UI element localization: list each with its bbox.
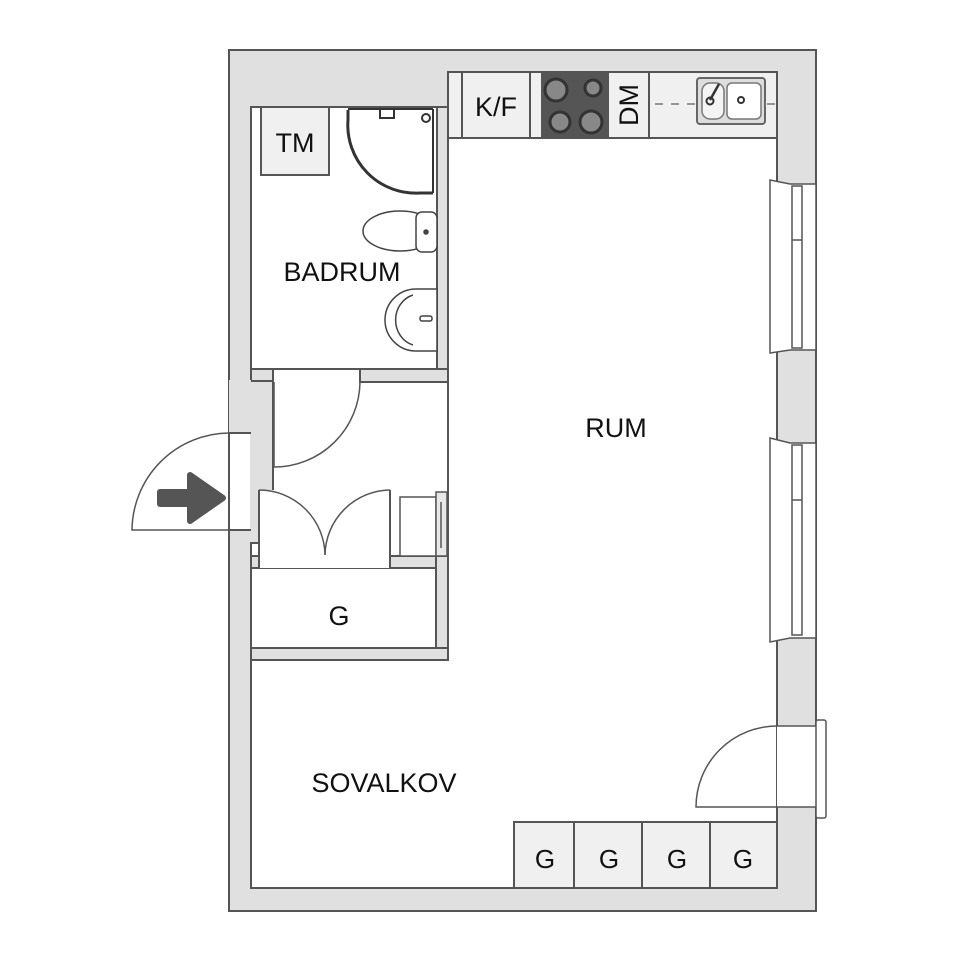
- hall-cabinet: [399, 491, 448, 557]
- room-label-closet: G: [328, 601, 349, 631]
- room-label-badrum: BADRUM: [283, 257, 400, 287]
- stove-icon: [541, 72, 609, 138]
- closet-double-door: [258, 489, 391, 556]
- floors: [250, 71, 778, 889]
- kitchen-counter: [447, 71, 778, 139]
- room-label-sovalkov: SOVALKOV: [311, 768, 456, 798]
- wardrobe-label: G: [733, 844, 753, 874]
- tm-box: [260, 106, 330, 176]
- washbasin-icon: [384, 288, 438, 352]
- shower-icon: [346, 108, 434, 195]
- wardrobes: [513, 821, 778, 889]
- dm-label: DM: [614, 84, 644, 126]
- exterior-door: [695, 719, 827, 819]
- kf-label: K/F: [475, 92, 517, 122]
- wardrobe-label: G: [535, 844, 555, 874]
- window-lower: [769, 437, 817, 643]
- tm-label: TM: [276, 128, 315, 158]
- room-label-rum: RUM: [585, 413, 647, 443]
- window-upper: [769, 179, 817, 354]
- closet-g-area: [250, 567, 437, 649]
- bathroom-door: [273, 381, 361, 468]
- toilet-icon: [362, 210, 438, 253]
- wardrobe-label: G: [667, 844, 687, 874]
- entrance-arrow-icon: [157, 472, 226, 524]
- wardrobe-label: G: [599, 844, 619, 874]
- sink-icon: [696, 77, 766, 125]
